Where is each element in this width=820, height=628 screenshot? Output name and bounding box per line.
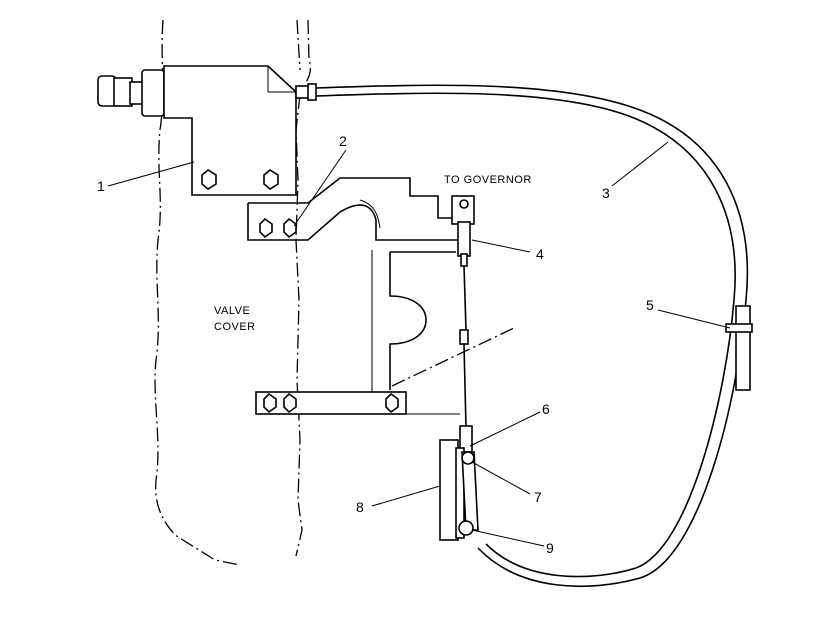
shutoff-cable	[315, 84, 749, 588]
callout-6: 6	[542, 401, 550, 417]
callout-9: 9	[546, 540, 554, 556]
callout-1: 1	[97, 178, 105, 194]
leader-lines	[107, 141, 731, 547]
to-governor-label: TO GOVERNOR	[444, 174, 532, 186]
connecting-rod	[451, 195, 475, 453]
callout-8: 8	[356, 499, 364, 515]
cable-clip	[725, 305, 753, 391]
lever-assembly	[439, 439, 479, 541]
valve-cover-label-line2: COVER	[214, 321, 256, 333]
valve-cover	[154, 19, 312, 566]
callout-labels: 1 2 3 4 5 6 7 8 9	[97, 133, 654, 556]
callout-2: 2	[339, 133, 347, 149]
valve-cover-label-line1: VALVE	[214, 305, 250, 317]
support-plate	[255, 250, 515, 415]
callout-3: 3	[602, 185, 610, 201]
mounting-bracket	[247, 177, 460, 241]
solenoid	[97, 65, 317, 196]
callout-5: 5	[646, 297, 654, 313]
callout-7: 7	[534, 489, 542, 505]
callout-4: 4	[536, 246, 544, 262]
